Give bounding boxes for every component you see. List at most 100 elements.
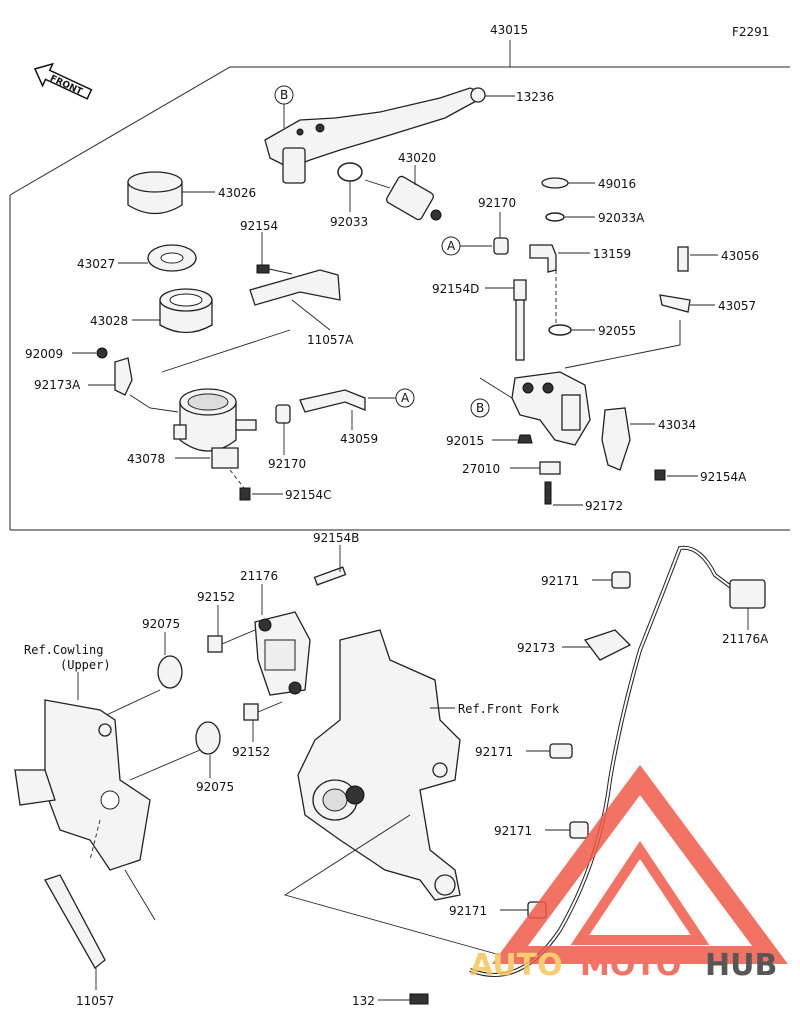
callout-92075a: 92075: [142, 617, 180, 631]
clamp-92171a: [611, 571, 631, 589]
callout-43015: 43015: [490, 23, 528, 37]
ref-cowling-line2: (Upper): [60, 658, 111, 672]
connector-b-bracket-icon: [470, 398, 490, 418]
bleed-valve-43056: [677, 246, 689, 272]
callout-43059: 43059: [340, 432, 378, 446]
ring-92033a-icon: [545, 212, 565, 222]
callout-92154: 92154: [240, 219, 278, 233]
hose-43059: [299, 389, 366, 413]
reservoir-body: [173, 388, 257, 469]
callout-43027: 43027: [77, 257, 115, 271]
grommet-92075a: [157, 655, 183, 689]
callout-92152a: 92152: [197, 590, 235, 604]
automotohub-logo: AUTO MOTO HUB: [470, 764, 788, 983]
callout-43078: 43078: [127, 452, 165, 466]
cap-43057: [659, 294, 691, 313]
bolt-132-icon: [409, 993, 429, 1005]
callout-92015: 92015: [446, 434, 484, 448]
bolt-92154b: [313, 566, 347, 586]
callout-27010: 27010: [462, 462, 500, 476]
callout-132: 132: [352, 994, 375, 1008]
bolt-92154a-icon: [654, 469, 666, 481]
logo-hub: HUB: [705, 948, 777, 983]
clamp-92171c: [569, 821, 589, 839]
front-fork-casting: [297, 629, 461, 901]
master-cylinder-body: [511, 371, 591, 446]
clamp-92171b: [549, 743, 573, 759]
callout-43057: 43057: [718, 299, 756, 313]
callout-92154C: 92154C: [285, 488, 332, 502]
piston-kit: [364, 175, 442, 221]
reservoir-diaphragm: [159, 288, 213, 334]
connector-a-hose-icon: [395, 388, 415, 408]
callout-43020: 43020: [398, 151, 436, 165]
figure-code: F2291: [732, 25, 769, 39]
ref-cowling-line1: Ref.Cowling: [24, 643, 103, 657]
callout-92171a: 92171: [541, 574, 579, 588]
screw-92154-icon: [256, 264, 270, 274]
callout-92154B: 92154B: [313, 531, 359, 545]
clamp-92173: [583, 629, 632, 661]
holder-43034: [601, 407, 631, 471]
callout-92171c: 92171: [494, 824, 532, 838]
callout-92154A: 92154A: [700, 470, 747, 484]
callout-13236: 13236: [516, 90, 554, 104]
screw-92154c-icon: [239, 487, 251, 501]
callout-92173A: 92173A: [34, 378, 81, 392]
callout-92171d: 92171: [449, 904, 487, 918]
callout-21176A: 21176A: [722, 632, 769, 646]
callout-92170a: 92170: [478, 196, 516, 210]
spacer-92152b: [243, 703, 259, 721]
bracket-11057a: [249, 269, 341, 306]
connector-21176a: [729, 579, 766, 609]
logo-auto: AUTO: [470, 948, 563, 983]
assembly-frame: [9, 40, 790, 531]
connector-a-hose: A: [401, 391, 410, 405]
callout-92075b: 92075: [196, 780, 234, 794]
ref-front-fork: Ref.Front Fork: [458, 702, 560, 716]
reservoir-cap: [127, 171, 183, 215]
callout-21176: 21176: [240, 569, 278, 583]
callout-43028: 43028: [90, 314, 128, 328]
cap-49016: [541, 177, 569, 189]
callout-92154D: 92154D: [432, 282, 479, 296]
callout-92033A: 92033A: [598, 211, 645, 225]
nut-92015-icon: [517, 434, 533, 444]
snap-ring-icon: [337, 162, 363, 182]
clamp-92173a: [114, 357, 133, 396]
callout-43056: 43056: [721, 249, 759, 263]
hose-clamp-92170a: [493, 237, 509, 255]
callout-92055: 92055: [598, 324, 636, 338]
brake-lever: [264, 87, 486, 184]
screw-92172-icon: [544, 481, 552, 505]
callout-92171b: 92171: [475, 745, 513, 759]
callout-92172: 92172: [585, 499, 623, 513]
switch-27010: [539, 461, 561, 475]
spacer-92152a: [207, 635, 223, 653]
callout-49016: 49016: [598, 177, 636, 191]
callout-11057A: 11057A: [307, 333, 354, 347]
logo-moto: MOTO: [580, 948, 681, 983]
callout-92173: 92173: [517, 641, 555, 655]
cowling-bracket: [14, 699, 151, 871]
connector-a-top: A: [447, 239, 456, 253]
callout-92170b: 92170: [268, 457, 306, 471]
connector-b-lever: B: [280, 88, 288, 102]
nut-92009-icon: [96, 347, 108, 359]
grommet-92075b: [195, 721, 221, 755]
callout-92033: 92033: [330, 215, 368, 229]
washer-92055-icon: [548, 324, 572, 336]
bolt-92154d: [513, 279, 527, 301]
connector-b-bracket: B: [476, 401, 484, 415]
sensor-21176: [254, 611, 311, 696]
callout-11057: 11057: [76, 994, 114, 1008]
callout-92152b: 92152: [232, 745, 270, 759]
callout-43026: 43026: [218, 186, 256, 200]
bracket-11057: [44, 874, 106, 969]
hose-clamp-92170b: [275, 404, 291, 424]
callout-43034: 43034: [658, 418, 696, 432]
front-arrow-icon: FRONT: [33, 62, 93, 100]
callout-92009: 92009: [25, 347, 63, 361]
callout-13159: 13159: [593, 247, 631, 261]
